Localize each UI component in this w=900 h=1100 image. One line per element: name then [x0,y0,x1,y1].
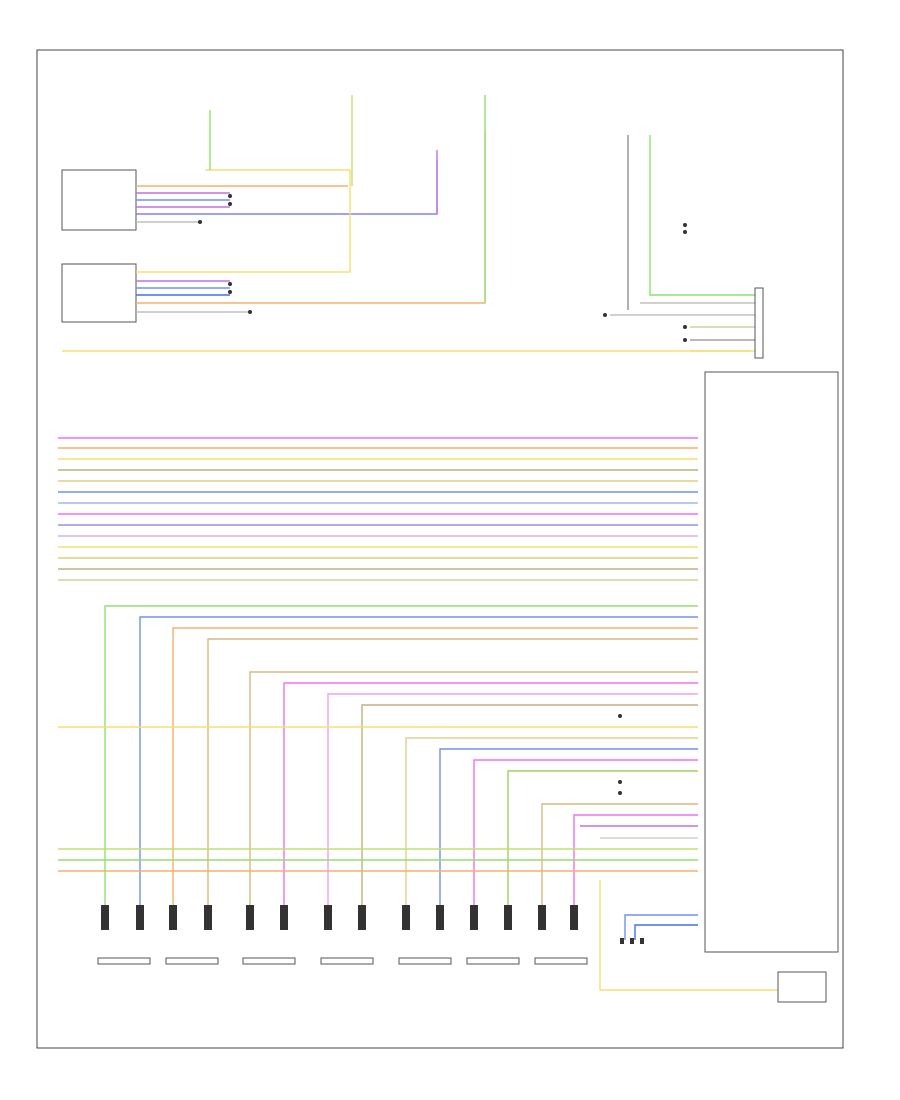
lower-box-wires [136,130,486,313]
restraint-control-module [704,371,839,953]
sensor-connector-4 [320,905,374,965]
upper-box-wires [136,160,438,223]
bus-wires [58,437,698,581]
connector-dots [198,194,687,795]
sensor-connector-7 [534,905,588,965]
lower-left-component-box [61,263,137,323]
lower-right-module [777,971,827,1003]
sensor-connector-1 [97,905,151,965]
diagram-frame [36,49,844,1049]
top-right-group [610,135,764,359]
sensor-connector-2 [165,905,219,965]
ground-symbols [620,938,644,944]
sensor-wires [58,605,780,991]
sensor-connector-3 [242,905,296,965]
sensor-connector-6 [466,905,520,965]
sensor-connector-5 [398,905,452,965]
bottom-sensors [97,905,588,965]
upper-left-component-box [61,169,137,231]
